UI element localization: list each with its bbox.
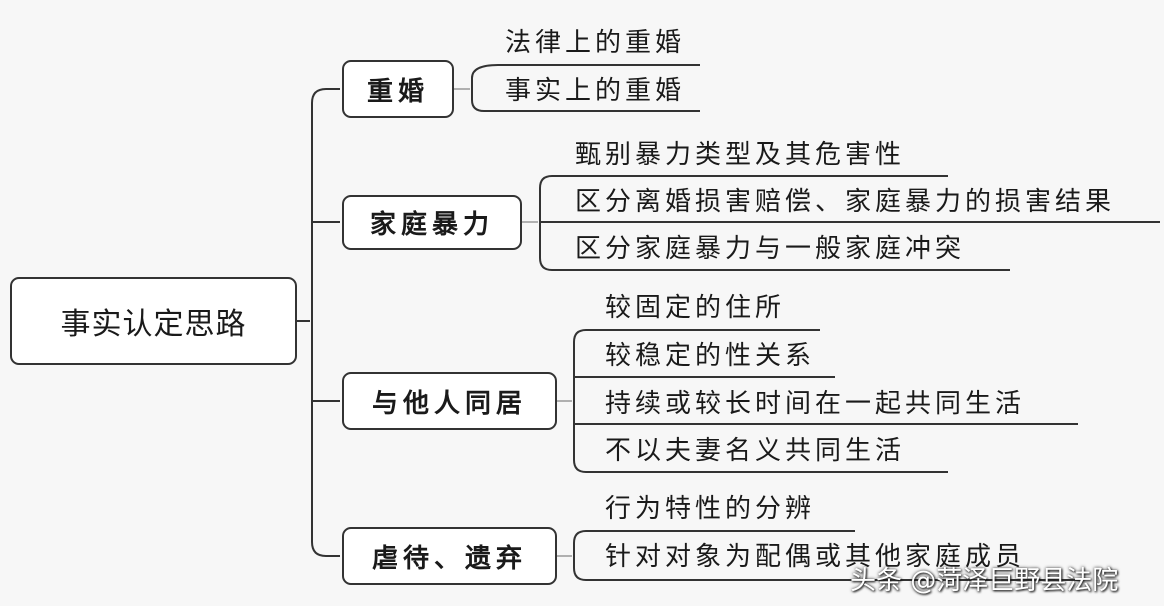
root-node: 事实认定思路 (10, 277, 297, 365)
bracket-cohabitation (573, 329, 598, 473)
leaf-stable-relationship: 较稳定的性关系 (605, 341, 816, 371)
branch-node-cohabitation: 与他人同居 (342, 372, 557, 430)
branch-node-domestic-violence: 家庭暴力 (342, 195, 522, 250)
branch-label-cohabitation: 与他人同居 (371, 388, 527, 419)
branch-label-domestic-violence: 家庭暴力 (369, 210, 494, 240)
watermark: 头条 @菏泽巨野县法院 (850, 566, 1119, 596)
branch-label-bigamy: 重婚 (366, 76, 429, 107)
branch-label-abuse-abandonment: 虐待、遗弃 (371, 543, 527, 574)
bracket-bigamy (471, 64, 499, 112)
leaf-living-together: 持续或较长时间在一起共同生活 (605, 389, 1026, 419)
leaf-conflict-distinction: 区分家庭暴力与一般家庭冲突 (575, 234, 966, 264)
leaf-damage-distinction: 区分离婚损害赔偿、家庭暴力的损害结果 (575, 187, 1116, 217)
trunk-line (311, 88, 340, 557)
leaf-de-facto-bigamy: 事实上的重婚 (505, 76, 686, 106)
bracket-abuse-abandonment (573, 530, 598, 581)
root-label: 事实认定思路 (60, 307, 247, 342)
leaf-violence-types: 甄别暴力类型及其危害性 (575, 140, 906, 170)
leaf-fixed-residence: 较固定的住所 (605, 293, 786, 323)
leaf-legal-bigamy: 法律上的重婚 (505, 28, 686, 58)
branch-node-bigamy: 重婚 (342, 60, 454, 118)
branch-node-abuse-abandonment: 虐待、遗弃 (342, 527, 557, 585)
leaf-target-family: 针对对象为配偶或其他家庭成员 (605, 542, 1026, 572)
leaf-not-as-spouses: 不以夫妻名义共同生活 (605, 436, 906, 466)
leaf-behavior-distinction: 行为特性的分辨 (605, 494, 816, 524)
